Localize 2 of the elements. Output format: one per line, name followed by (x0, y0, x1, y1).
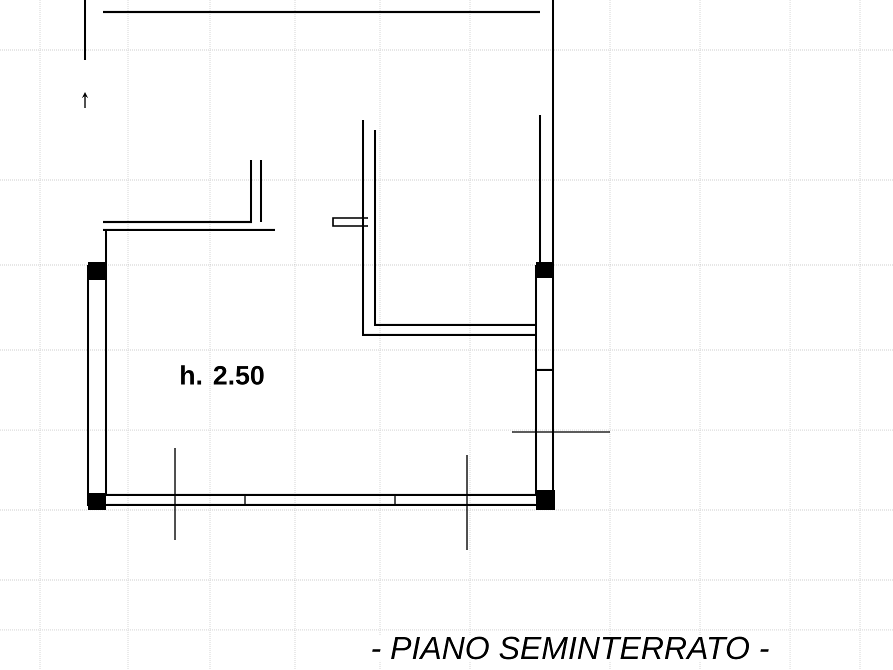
plan-title: - PIANO SEMINTERRATO - (369, 635, 771, 661)
height-label: h. 2.50 (181, 365, 264, 385)
